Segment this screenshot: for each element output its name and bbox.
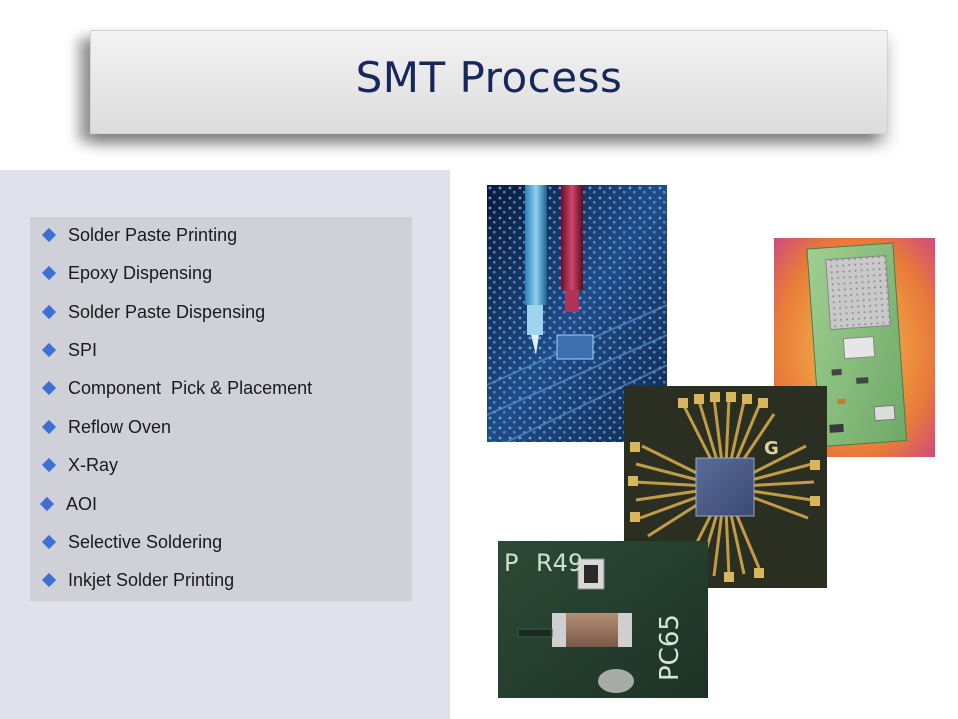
list-item-label: AOI: [66, 493, 98, 514]
diamond-bullet-icon: [41, 304, 57, 320]
dispensing-photo-image: [487, 185, 667, 442]
diamond-bullet-icon: [41, 342, 57, 358]
list-item-label: Solder Paste Printing: [68, 224, 238, 245]
list-item: SPI: [41, 338, 98, 362]
list-item-label: Reflow Oven: [68, 416, 172, 437]
list-item-label: SPI: [68, 339, 98, 360]
diamond-bullet-icon: [41, 227, 57, 243]
list-item-label: Inkjet Solder Printing: [68, 569, 235, 590]
slide-title: SMT Process: [355, 53, 623, 102]
left-panel: Solder Paste Printing Epoxy Dispensing S…: [0, 170, 450, 719]
list-item-label: Component Pick & Placement: [68, 377, 313, 398]
process-list: Solder Paste Printing Epoxy Dispensing S…: [30, 217, 412, 601]
list-item: Solder Paste Dispensing: [41, 300, 266, 324]
dispensing-photo: [487, 185, 667, 442]
diamond-bullet-icon: [41, 380, 57, 396]
diamond-bullet-icon: [39, 496, 55, 512]
smd-component-image: P R49 PC65: [498, 541, 708, 698]
board-label: PC65: [655, 614, 685, 681]
smd-component-photo: P R49 PC65: [498, 541, 708, 698]
diamond-bullet-icon: [41, 534, 57, 550]
diamond-bullet-icon: [41, 572, 57, 588]
list-item-label: Solder Paste Dispensing: [68, 301, 266, 322]
chip-label: G: [764, 438, 779, 459]
list-item: Reflow Oven: [41, 415, 172, 439]
list-item: AOI: [39, 492, 98, 516]
list-item-label: Epoxy Dispensing: [68, 262, 213, 283]
list-item: Inkjet Solder Printing: [41, 568, 235, 592]
list-item: Selective Soldering: [41, 530, 223, 554]
list-item-label: Selective Soldering: [68, 531, 223, 552]
diamond-bullet-icon: [41, 419, 57, 435]
list-item: Component Pick & Placement: [41, 376, 313, 400]
diamond-bullet-icon: [41, 457, 57, 473]
board-label-top: R49: [536, 549, 583, 577]
list-item-label: X-Ray: [68, 454, 119, 475]
list-item: X-Ray: [41, 453, 119, 477]
title-banner: SMT Process: [90, 30, 888, 134]
board-label-left: P: [504, 549, 518, 577]
diamond-bullet-icon: [41, 265, 57, 281]
list-item: Solder Paste Printing: [41, 223, 238, 247]
list-item: Epoxy Dispensing: [41, 261, 213, 285]
